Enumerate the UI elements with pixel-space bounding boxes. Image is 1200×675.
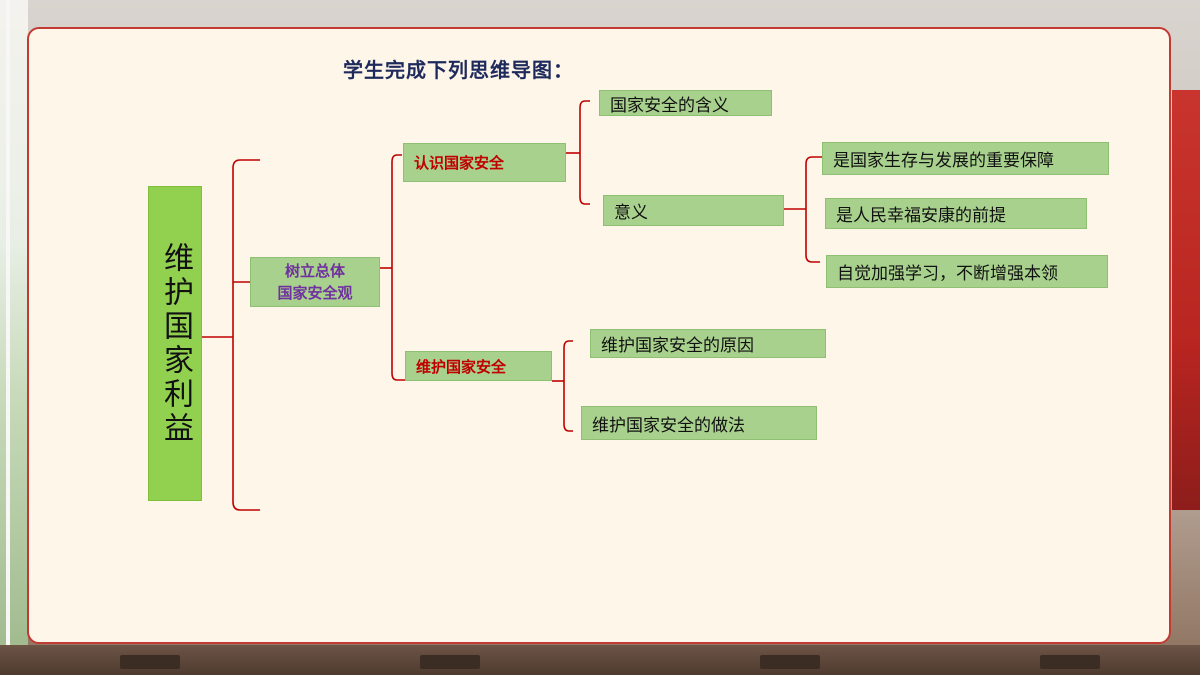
node-label: 认识国家安全 — [414, 154, 505, 172]
node-significance-premise: 是人民幸福安康的前提 — [825, 198, 1087, 229]
background-window — [0, 0, 28, 675]
node-label: 自觉加强学习，不断增强本领 — [837, 264, 1058, 284]
background-desk — [1040, 655, 1100, 669]
node-maintain-security: 维护国家安全 — [405, 351, 552, 381]
background-desk — [760, 655, 820, 669]
background-desk — [120, 655, 180, 669]
node-overall-security-view: 树立总体 国家安全观 — [250, 257, 380, 307]
root-label: 维护国家利益 — [158, 241, 193, 446]
background-desk — [420, 655, 480, 669]
window-frame — [6, 0, 10, 675]
background-floor — [0, 645, 1200, 675]
node-methods: 维护国家安全的做法 — [581, 406, 817, 440]
node-significance: 意义 — [603, 195, 784, 226]
root-node: 维护国家利益 — [148, 186, 202, 501]
background-flag — [1172, 90, 1200, 510]
node-significance-study: 自觉加强学习，不断增强本领 — [826, 255, 1108, 288]
node-label: 维护国家安全 — [416, 357, 507, 376]
node-reasons: 维护国家安全的原因 — [590, 329, 826, 358]
node-label-line1: 树立总体 — [284, 262, 345, 280]
node-label: 意义 — [614, 203, 648, 223]
page-title: 学生完成下列思维导图： — [343, 58, 574, 82]
node-label: 维护国家安全的原因 — [601, 336, 754, 356]
node-label-line2: 国家安全观 — [277, 284, 353, 302]
node-security-meaning: 国家安全的含义 — [599, 90, 772, 116]
node-recognize-security: 认识国家安全 — [403, 143, 566, 182]
node-label: 是国家生存与发展的重要保障 — [833, 151, 1054, 171]
node-label: 国家安全的含义 — [610, 95, 729, 116]
node-label: 维护国家安全的做法 — [592, 415, 745, 436]
node-label: 是人民幸福安康的前提 — [836, 206, 1006, 226]
node-significance-guarantee: 是国家生存与发展的重要保障 — [822, 142, 1109, 175]
